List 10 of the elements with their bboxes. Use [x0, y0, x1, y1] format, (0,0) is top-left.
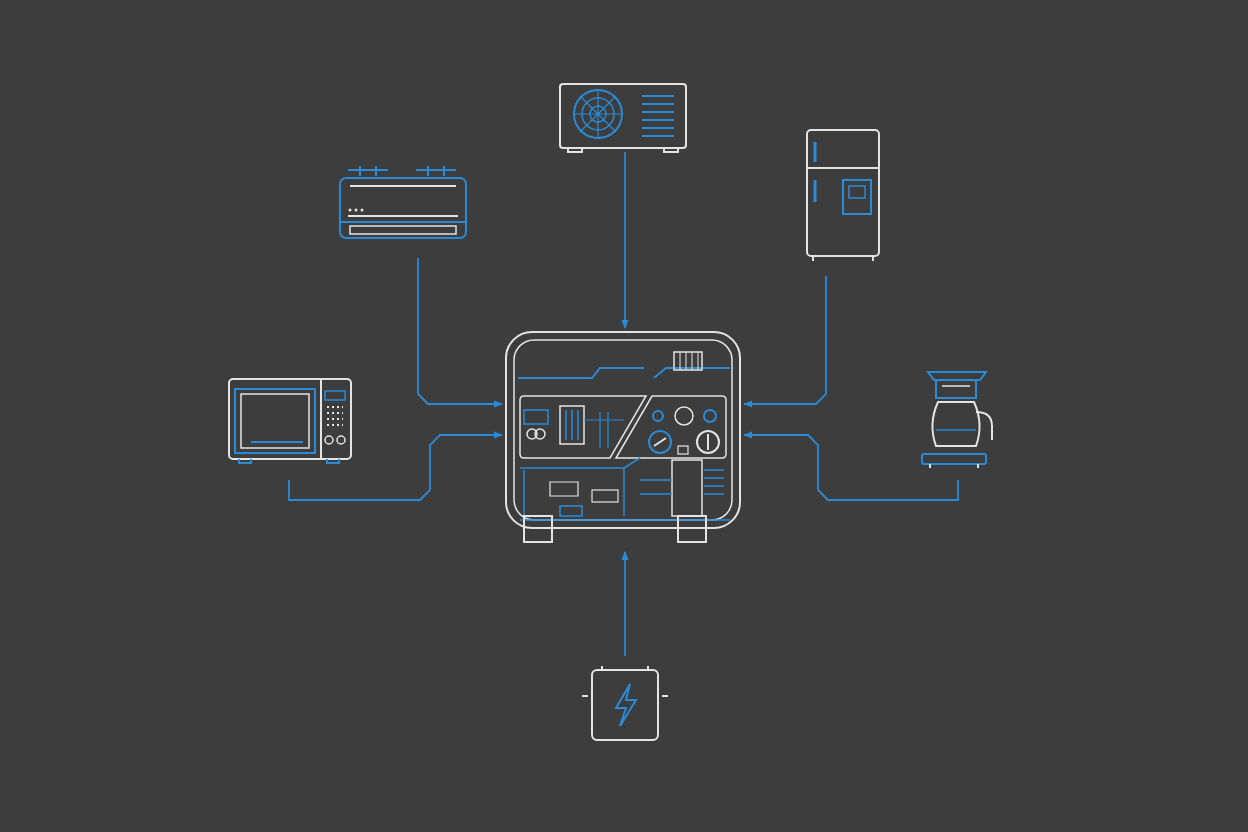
battery-drawing: [580, 666, 670, 742]
arrow: [288, 431, 503, 501]
arrow: [743, 275, 827, 408]
arrow: [621, 551, 629, 657]
arrow: [417, 257, 503, 408]
refrigerator-drawing: [805, 128, 881, 262]
arrow: [621, 151, 629, 329]
microwave-drawing: [227, 377, 353, 463]
outdoor-unit-drawing: [558, 82, 688, 152]
arrow: [743, 431, 959, 501]
